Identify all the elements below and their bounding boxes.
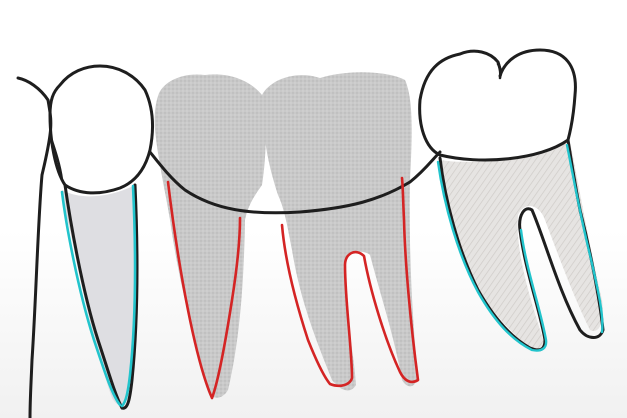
pontic-1-root-outline [166,180,242,400]
neighbor-tooth-edge [48,133,64,182]
posterior-crown-fissure [496,62,502,80]
posterior-abutment-root-fill [440,142,603,351]
anterior-abutment-root-outline [63,183,139,410]
anterior-abutment-root-fill [62,185,137,406]
pontic-1-body [154,74,266,398]
pontic-2-body [262,72,418,391]
posterior-abutment-root-highlight-mesial [436,160,548,352]
anterior-abutment-root-highlight-distal [120,184,137,408]
posterior-abutment-root-highlight-distal [565,143,604,334]
pontic-2-root-outline [280,176,420,388]
bridge-connector-line [148,150,442,215]
anterior-abutment-crown [48,64,154,195]
anterior-abutment-root-highlight [60,190,122,407]
neighbor-tooth-outline [16,76,53,418]
posterior-abutment-crown [418,48,577,162]
